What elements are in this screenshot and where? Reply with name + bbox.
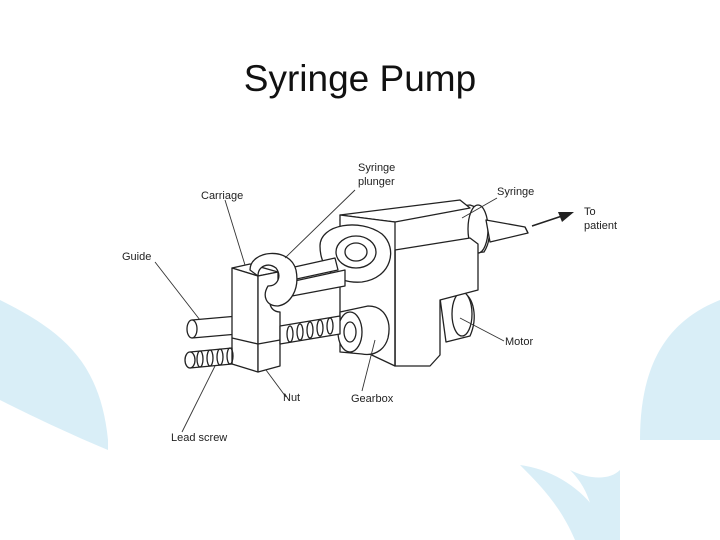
label-gearbox: Gearbox bbox=[351, 393, 394, 405]
label-nut: Nut bbox=[283, 392, 300, 404]
label-syringe-plunger-line2: plunger bbox=[358, 176, 395, 188]
leader-syringe-plunger bbox=[284, 189, 356, 259]
label-to-patient: To patient bbox=[584, 206, 617, 232]
guide-rod bbox=[186, 269, 346, 339]
plunger-thumb-ring bbox=[249, 252, 298, 307]
gearbox bbox=[337, 305, 390, 356]
flow-arrow bbox=[531, 212, 574, 227]
bottom-right-curl-shape bbox=[570, 470, 620, 540]
leader-lead-screw bbox=[181, 365, 216, 433]
label-guide: Guide bbox=[122, 251, 151, 263]
label-lead-screw: Lead screw bbox=[171, 432, 227, 444]
left-wave-shape bbox=[0, 300, 108, 450]
bottom-right-wave-shape bbox=[520, 465, 610, 540]
label-to-patient-line2: patient bbox=[584, 220, 617, 232]
leader-nut bbox=[265, 369, 287, 398]
label-syringe-plunger-line1: Syringe bbox=[358, 162, 395, 174]
leader-motor bbox=[459, 317, 505, 342]
slide-title: Syringe Pump bbox=[243, 58, 477, 99]
label-motor: Motor bbox=[505, 336, 533, 348]
leader-carriage bbox=[224, 199, 246, 266]
leader-syringe bbox=[461, 197, 498, 219]
label-syringe: Syringe bbox=[497, 186, 534, 198]
carriage bbox=[231, 263, 281, 373]
label-syringe-plunger: Syringe plunger bbox=[358, 162, 398, 188]
leader-guide bbox=[154, 261, 201, 321]
label-carriage: Carriage bbox=[201, 190, 243, 202]
leader-lines bbox=[154, 189, 505, 433]
motor bbox=[439, 291, 475, 343]
lead-screw bbox=[184, 315, 341, 369]
right-wave-shape bbox=[640, 300, 720, 440]
leader-gearbox bbox=[361, 339, 376, 392]
label-to-patient-line1: To bbox=[584, 206, 596, 218]
